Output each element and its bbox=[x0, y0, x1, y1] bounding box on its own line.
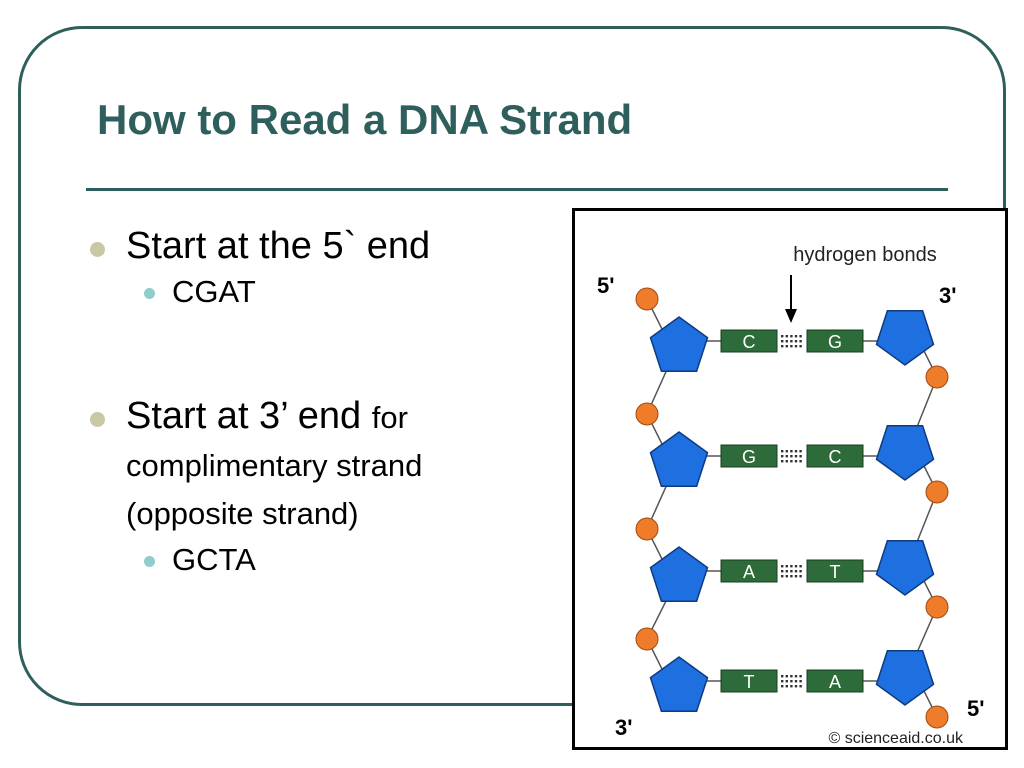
base-letter: A bbox=[743, 562, 755, 582]
sub-bullet-item: CGAT bbox=[86, 272, 526, 312]
hydrogen-bond-dots bbox=[781, 675, 802, 688]
sugar-pentagon bbox=[649, 656, 709, 713]
base-block bbox=[806, 669, 864, 693]
bullet-dot-icon bbox=[90, 242, 105, 257]
bullet-item: Start at 3’ end for complimentary strand… bbox=[86, 392, 526, 538]
base-block bbox=[720, 669, 778, 693]
base-block bbox=[720, 329, 778, 353]
sugar-pentagon bbox=[875, 539, 935, 596]
phosphate-circle bbox=[635, 627, 659, 651]
bullet-item: Start at the 5` end bbox=[86, 222, 526, 270]
base-letter: G bbox=[742, 447, 756, 467]
dna-diagram: C G G C A T T A hydrogen bonds 5' 3' 3' 5' © sc… bbox=[572, 208, 1008, 750]
phosphate-circle bbox=[635, 402, 659, 426]
base-letter: C bbox=[829, 447, 842, 467]
end-label-left-top: 5' bbox=[597, 273, 614, 298]
hydrogen-bond-dots bbox=[781, 450, 802, 463]
sugar-pentagon bbox=[875, 649, 935, 706]
sugar-pentagon bbox=[875, 309, 935, 366]
sub-bullet-dot-icon bbox=[144, 556, 155, 567]
sugar-pentagon bbox=[649, 546, 709, 603]
base-block bbox=[720, 559, 778, 583]
dna-diagram-svg: C G G C A T T A hydrogen bonds 5' 3' 3' 5' © sc… bbox=[597, 244, 984, 747]
dna-structure: C G G C A T T A bbox=[635, 287, 949, 729]
bullet-dot-icon bbox=[90, 412, 105, 427]
bullet-text: Start at the 5` end bbox=[126, 225, 431, 267]
sugar-pentagon bbox=[649, 431, 709, 488]
image-credit: © scienceaid.co.uk bbox=[828, 730, 964, 747]
hydrogen-bond-dots bbox=[781, 565, 802, 578]
end-label-right-top: 3' bbox=[939, 283, 956, 308]
base-block bbox=[806, 444, 864, 468]
sub-bullet-text: CGAT bbox=[172, 274, 256, 309]
phosphate-circle bbox=[635, 287, 659, 311]
bullet-list: Start at the 5` end CGAT Start at 3’ end… bbox=[86, 222, 526, 580]
base-letter: A bbox=[829, 672, 841, 692]
base-letter: T bbox=[830, 562, 841, 582]
base-letter: G bbox=[828, 332, 842, 352]
base-block bbox=[720, 444, 778, 468]
bullet-text: Start at 3’ end bbox=[126, 395, 362, 437]
bullet-text-small: for bbox=[371, 400, 408, 435]
sub-bullet-item: GCTA bbox=[86, 540, 526, 580]
phosphate-circle bbox=[925, 480, 949, 504]
base-block bbox=[806, 329, 864, 353]
base-letter: C bbox=[743, 332, 756, 352]
hydrogen-bonds-label: hydrogen bonds bbox=[793, 244, 936, 266]
end-label-left-bottom: 3' bbox=[615, 715, 632, 740]
hydrogen-bond-dots bbox=[781, 335, 802, 348]
end-label-right-bottom: 5' bbox=[967, 696, 984, 721]
sub-bullet-dot-icon bbox=[144, 288, 155, 299]
title-divider bbox=[86, 188, 948, 191]
sugar-pentagon bbox=[875, 424, 935, 481]
sub-bullet-text: GCTA bbox=[172, 542, 256, 577]
base-letter: T bbox=[744, 672, 755, 692]
slide-title: How to Read a DNA Strand bbox=[97, 96, 633, 143]
base-block bbox=[806, 559, 864, 583]
phosphate-circle bbox=[925, 595, 949, 619]
bullet-text-rest: complimentary strand (opposite strand) bbox=[126, 448, 423, 531]
sugar-pentagon bbox=[649, 316, 709, 373]
hydrogen-bonds-arrow-icon bbox=[785, 275, 797, 323]
phosphate-circle bbox=[635, 517, 659, 541]
phosphate-circle bbox=[925, 365, 949, 389]
phosphate-circle bbox=[925, 705, 949, 729]
